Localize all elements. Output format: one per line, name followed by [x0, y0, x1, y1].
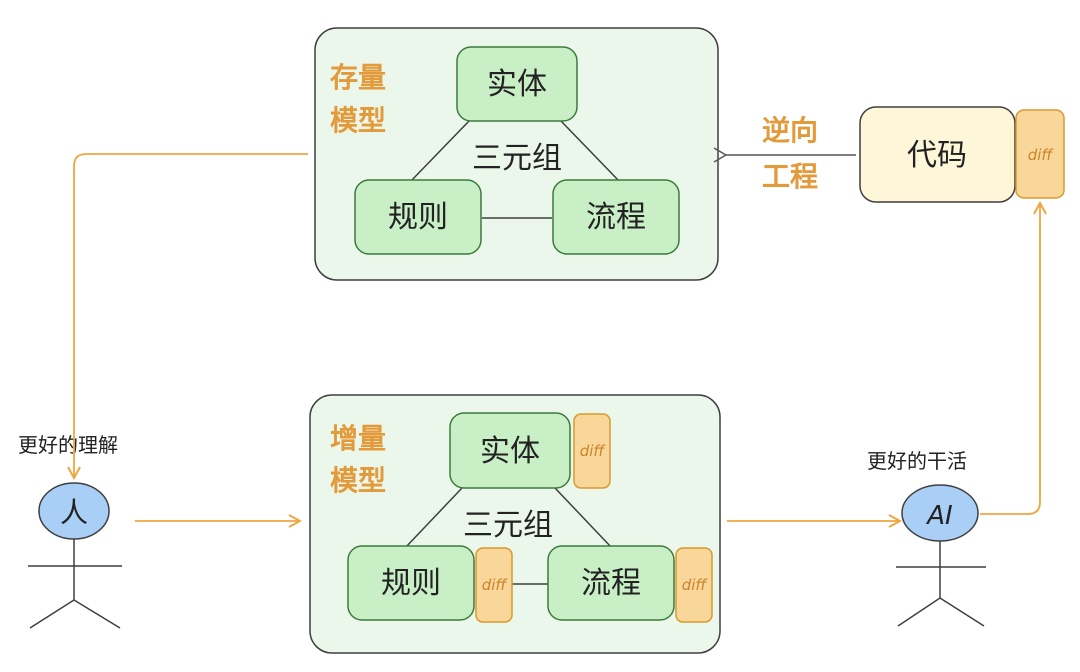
- ai-right-leg: [939, 597, 985, 627]
- code-diff-badge: diff: [1015, 109, 1065, 199]
- stock-node-entity-label: 实体: [487, 67, 547, 102]
- code-label: 代码: [907, 138, 967, 173]
- incremental-node-entity: 实体: [449, 412, 571, 489]
- stock-node-entity: 实体: [456, 46, 578, 122]
- incremental-rule-diff-label: diff: [482, 576, 509, 594]
- ai-head-label: AI: [925, 501, 952, 531]
- stock-node-process: 流程: [552, 179, 680, 255]
- incremental-model-title-line1: 增量: [330, 422, 386, 455]
- human-head-label: 人: [60, 496, 88, 529]
- ai-caption: 更好的干活: [867, 449, 967, 473]
- stock-edge-entity-rule: [409, 119, 471, 183]
- incremental-center-label: 三元组: [463, 508, 553, 543]
- incremental-model-title-line2: 模型: [330, 464, 386, 497]
- incremental-model-panel: 增量 模型 实体 diff 三元组 规则 diff 流程 diff: [309, 394, 721, 654]
- stock-model-title-line1: 存量: [330, 61, 386, 94]
- incremental-process-diff-badge: diff: [675, 547, 713, 623]
- stock-center-label: 三元组: [472, 141, 562, 176]
- arrow-stock-to-human: [74, 153, 308, 478]
- incremental-edge-entity-rule: [404, 487, 463, 549]
- reverse-engineering-line1: 逆向: [762, 114, 818, 147]
- human-right-leg: [73, 599, 121, 629]
- arrow-ai-to-code: [980, 203, 1040, 515]
- human-caption: 更好的理解: [18, 433, 118, 457]
- stock-node-process-label: 流程: [586, 200, 646, 235]
- stock-edge-entity-process: [559, 119, 621, 183]
- incremental-node-process-label: 流程: [581, 566, 641, 601]
- incremental-edge-entity-process: [554, 487, 613, 549]
- incremental-node-rule-label: 规则: [381, 566, 441, 601]
- code-block: 代码: [859, 106, 1016, 203]
- incremental-entity-diff-label: diff: [580, 442, 607, 460]
- stock-model-title-line2: 模型: [330, 104, 386, 137]
- human-left-leg: [29, 599, 75, 629]
- incremental-node-entity-label: 实体: [480, 434, 540, 469]
- incremental-process-diff-label: diff: [682, 576, 709, 594]
- stock-node-rule: 规则: [354, 179, 482, 255]
- incremental-rule-diff-badge: diff: [475, 547, 513, 623]
- code-diff-label: diff: [1028, 146, 1055, 164]
- reverse-engineering-line2: 工程: [762, 160, 818, 193]
- stock-model-panel: 存量 模型 实体 三元组 规则 流程: [314, 27, 719, 281]
- human-actor: 人: [28, 482, 122, 629]
- incremental-node-process: 流程: [547, 545, 675, 621]
- ai-actor: AI: [896, 484, 986, 627]
- stock-node-rule-label: 规则: [388, 200, 448, 235]
- ai-left-leg: [897, 597, 941, 627]
- incremental-entity-diff-badge: diff: [573, 413, 611, 489]
- incremental-node-rule: 规则: [347, 545, 475, 621]
